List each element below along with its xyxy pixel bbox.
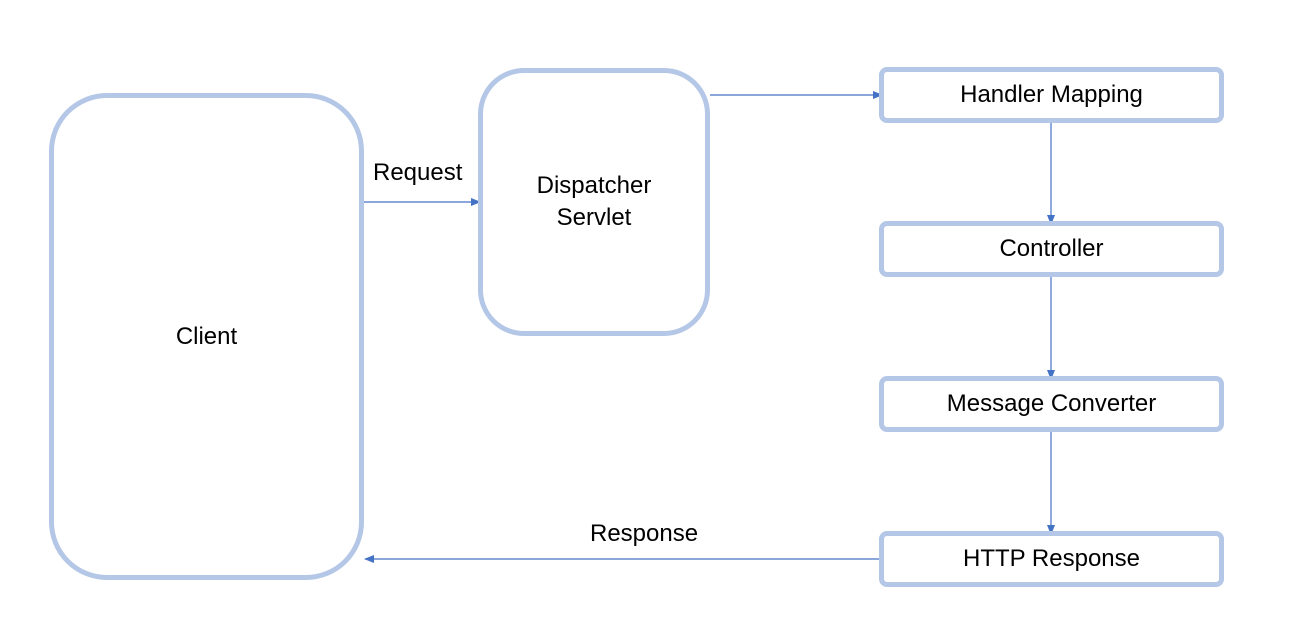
controller-node: Controller bbox=[879, 221, 1224, 277]
handler-mapping-label: Handler Mapping bbox=[960, 81, 1143, 108]
controller-label: Controller bbox=[999, 235, 1104, 262]
client-label: Client bbox=[175, 322, 238, 350]
http-response-node: HTTP Response bbox=[879, 531, 1224, 587]
http-response-label: HTTP Response bbox=[963, 545, 1140, 572]
dispatcher-servlet-node: Dispatcher Servlet bbox=[478, 68, 710, 336]
message-converter-label: Message Converter bbox=[946, 390, 1157, 417]
response-edge-label: Response bbox=[590, 520, 699, 547]
handler-mapping-node: Handler Mapping bbox=[879, 67, 1224, 123]
message-converter-node: Message Converter bbox=[879, 376, 1224, 432]
request-edge-label: Request bbox=[373, 159, 463, 186]
client-node: Client bbox=[49, 93, 364, 580]
dispatcher-servlet-label: Dispatcher Servlet bbox=[536, 172, 652, 231]
